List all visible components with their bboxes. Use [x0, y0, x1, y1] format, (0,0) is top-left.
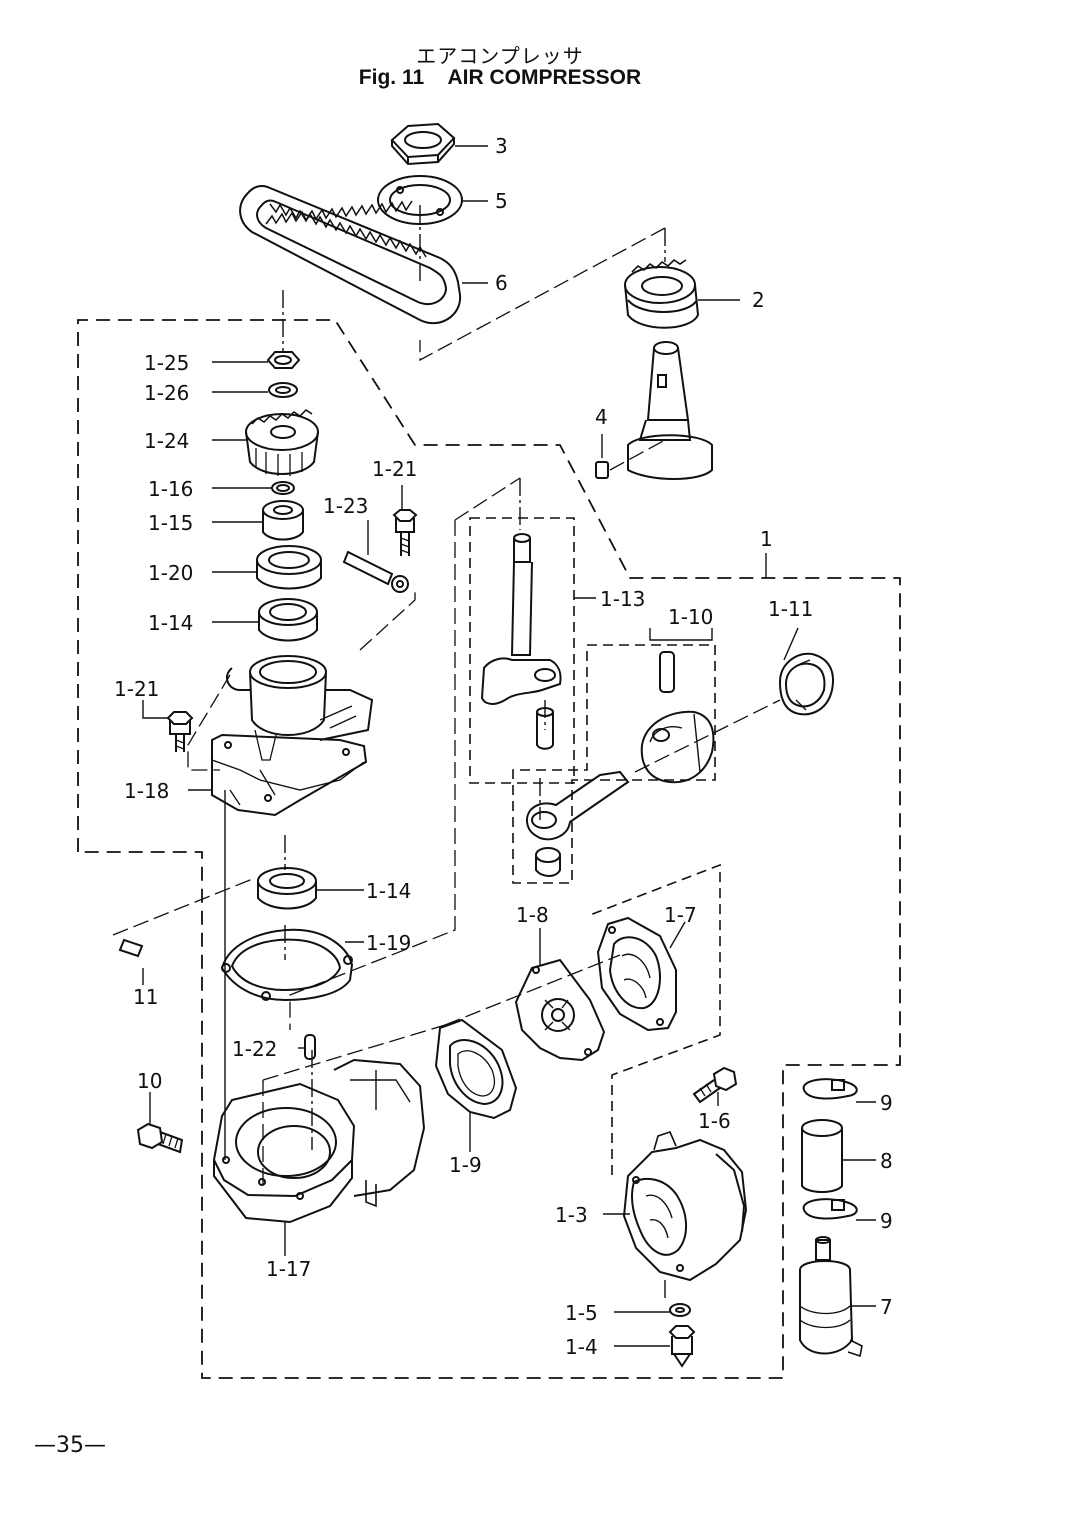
- leader-lines: [112, 227, 781, 1185]
- part-2-pulley: [624, 258, 700, 329]
- assembly-1-boundary: [77, 319, 901, 1379]
- label-1-3: 1-3: [555, 1203, 588, 1227]
- part-1-11-piston-rings: [778, 652, 834, 716]
- label-1-21-lower: 1-21: [114, 677, 159, 701]
- label-4: 4: [595, 405, 608, 429]
- label-5: 5: [495, 189, 508, 213]
- part-1-17-cylinder-housing: [212, 1034, 426, 1224]
- part-1-23-pin: [342, 550, 409, 593]
- label-1-18: 1-18: [124, 779, 169, 803]
- label-1-5: 1-5: [565, 1301, 598, 1325]
- cover-group-boundary: [589, 863, 721, 1175]
- part-1-26-washer: [268, 382, 298, 398]
- part-1-25-nut: [266, 351, 301, 369]
- label-9-lower: 9: [880, 1209, 893, 1233]
- label-1-9: 1-9: [449, 1153, 482, 1177]
- label-1-14-upper: 1-14: [148, 611, 193, 635]
- label-1-15: 1-15: [148, 511, 193, 535]
- label-1-24: 1-24: [144, 429, 189, 453]
- label-1-17: 1-17: [266, 1257, 311, 1281]
- label-1-26: 1-26: [144, 381, 189, 405]
- label-6: 6: [495, 271, 508, 295]
- label-9-upper: 9: [880, 1091, 893, 1115]
- label-1-19: 1-19: [366, 931, 411, 955]
- label-1-4: 1-4: [565, 1335, 598, 1359]
- callout-labels: 3 5 6 2 4 1 1-25 1-26 1-24 1-16 1-15 1-2…: [114, 134, 893, 1359]
- part-1-24-gear: [245, 409, 319, 476]
- figure-name: AIR COMPRESSOR: [447, 66, 642, 89]
- subassembly-1-13-boundary: [469, 517, 575, 784]
- part-10-bolt: [136, 1122, 184, 1154]
- label-3: 3: [495, 134, 508, 158]
- part-1-18-crankcase: [211, 655, 374, 817]
- part-1-9-gasket: [434, 1018, 518, 1120]
- label-10: 10: [137, 1069, 162, 1093]
- part-3-nut: [390, 122, 456, 166]
- part-1-8-valve-plate: [514, 958, 606, 1062]
- part-1-5-washer: [669, 1303, 691, 1317]
- label-2: 2: [752, 288, 765, 312]
- part-9-hose-clamp-lower: [802, 1198, 858, 1220]
- center-lines: [282, 205, 666, 1300]
- label-1-10: 1-10: [668, 605, 713, 629]
- page-number: —35—: [34, 1433, 106, 1458]
- figure-number: Fig. 11: [358, 66, 425, 89]
- label-1-14-lower: 1-14: [366, 879, 411, 903]
- label-1-7: 1-7: [664, 903, 697, 927]
- compressor-drive-shaft: [627, 341, 713, 480]
- label-1-11: 1-11: [768, 597, 813, 621]
- part-1-13-crankshaft: [480, 533, 562, 705]
- label-1-23: 1-23: [323, 494, 368, 518]
- part-1-14-upper-bearing: [258, 598, 318, 642]
- part-1-21-bolt-lower: [166, 711, 194, 752]
- part-1-21-bolt-upper: [392, 509, 418, 556]
- part-8-hose: [801, 1119, 843, 1193]
- part-5-washer: [377, 175, 463, 225]
- label-1-16: 1-16: [148, 477, 193, 501]
- part-1-6-bolt: [692, 1066, 738, 1104]
- label-1-22: 1-22: [232, 1037, 277, 1061]
- part-1-16-o-ring: [271, 481, 295, 495]
- label-1-13: 1-13: [600, 587, 645, 611]
- part-11-dowel: [118, 938, 144, 958]
- part-7-filter: [799, 1236, 863, 1358]
- part-9-hose-clamp-upper: [802, 1078, 858, 1100]
- part-1-4-plug: [668, 1325, 696, 1368]
- label-7: 7: [880, 1295, 893, 1319]
- label-1-20: 1-20: [148, 561, 193, 585]
- callout-lines: [142, 145, 876, 1347]
- label-1-8: 1-8: [516, 903, 549, 927]
- label-1-6: 1-6: [698, 1109, 731, 1133]
- part-1-14-lower-bearing: [257, 867, 317, 910]
- label-1: 1: [760, 527, 773, 551]
- label-1-25: 1-25: [144, 351, 189, 375]
- crankshaft-pin: [536, 707, 554, 750]
- label-11: 11: [133, 985, 158, 1009]
- part-1-19-gasket: [220, 928, 354, 1002]
- label-1-21-upper: 1-21: [372, 457, 417, 481]
- label-8: 8: [880, 1149, 893, 1173]
- part-1-3-cylinder-head: [622, 1131, 748, 1282]
- part-1-15-bushing: [262, 500, 304, 541]
- part-6-timing-belt: [239, 184, 462, 325]
- part-1-10-connecting-rod: [525, 651, 715, 877]
- part-4-key: [595, 461, 609, 479]
- title-japanese: エアコンプレッサ: [416, 44, 584, 68]
- figure-title: Fig. 11 AIR COMPRESSOR: [0, 66, 1000, 90]
- part-1-7-gasket: [596, 916, 677, 1032]
- part-1-20-oil-seal: [256, 545, 322, 590]
